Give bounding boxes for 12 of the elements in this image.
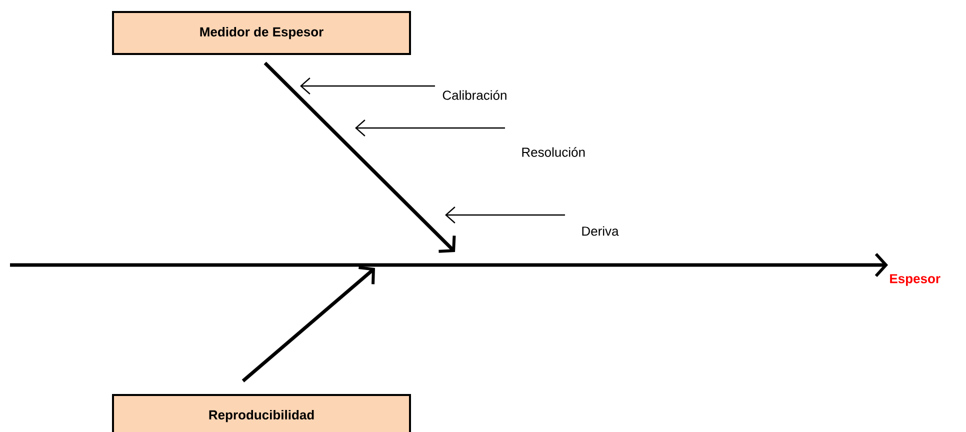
category-box: Medidor de Espesor <box>112 11 411 55</box>
arrow <box>264 62 456 253</box>
arrow <box>355 120 505 136</box>
cause-label: Deriva <box>582 226 619 236</box>
arrow <box>445 206 565 224</box>
category-box: Reproducibilidad <box>112 394 411 432</box>
cause-label: Calibración <box>442 90 506 100</box>
arrow <box>242 266 375 382</box>
arrow <box>300 78 435 94</box>
cause-label: Resolución <box>522 147 585 157</box>
effect-label: Espesor <box>890 274 940 286</box>
arrow <box>10 253 888 278</box>
